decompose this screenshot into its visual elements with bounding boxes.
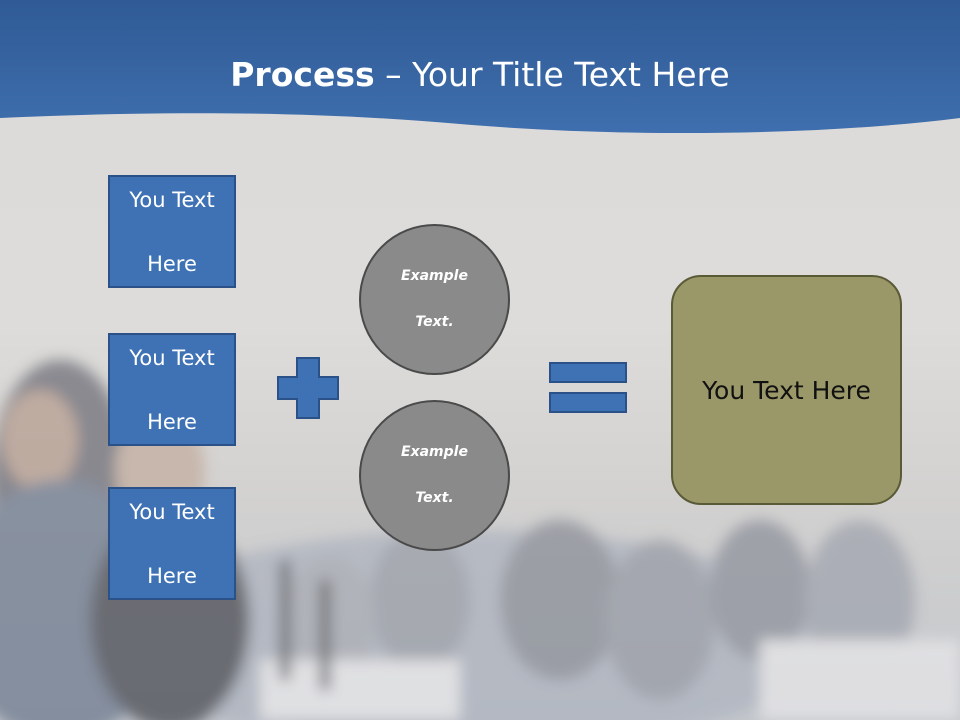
circle-1-line2: Text. xyxy=(415,314,454,330)
input-box-2-line1: You Text xyxy=(129,345,215,370)
result-label: You Text Here xyxy=(702,375,871,405)
input-box-3-line2: Here xyxy=(147,563,197,588)
input-box-1-line2: Here xyxy=(147,251,197,276)
input-box-3-line1: You Text xyxy=(129,499,215,524)
circle-1-line1: Example xyxy=(401,268,468,284)
circle-2-line2: Text. xyxy=(415,490,454,506)
input-box-2-line2: Here xyxy=(147,409,197,434)
slide-title: Process – Your Title Text Here xyxy=(0,52,960,98)
result-box: You Text Here xyxy=(671,275,902,505)
title-rest: – Your Title Text Here xyxy=(374,55,730,94)
title-bold: Process xyxy=(230,55,375,94)
input-box-1-line1: You Text xyxy=(129,187,215,212)
header-banner xyxy=(0,0,960,134)
circle-2-line1: Example xyxy=(401,444,468,460)
